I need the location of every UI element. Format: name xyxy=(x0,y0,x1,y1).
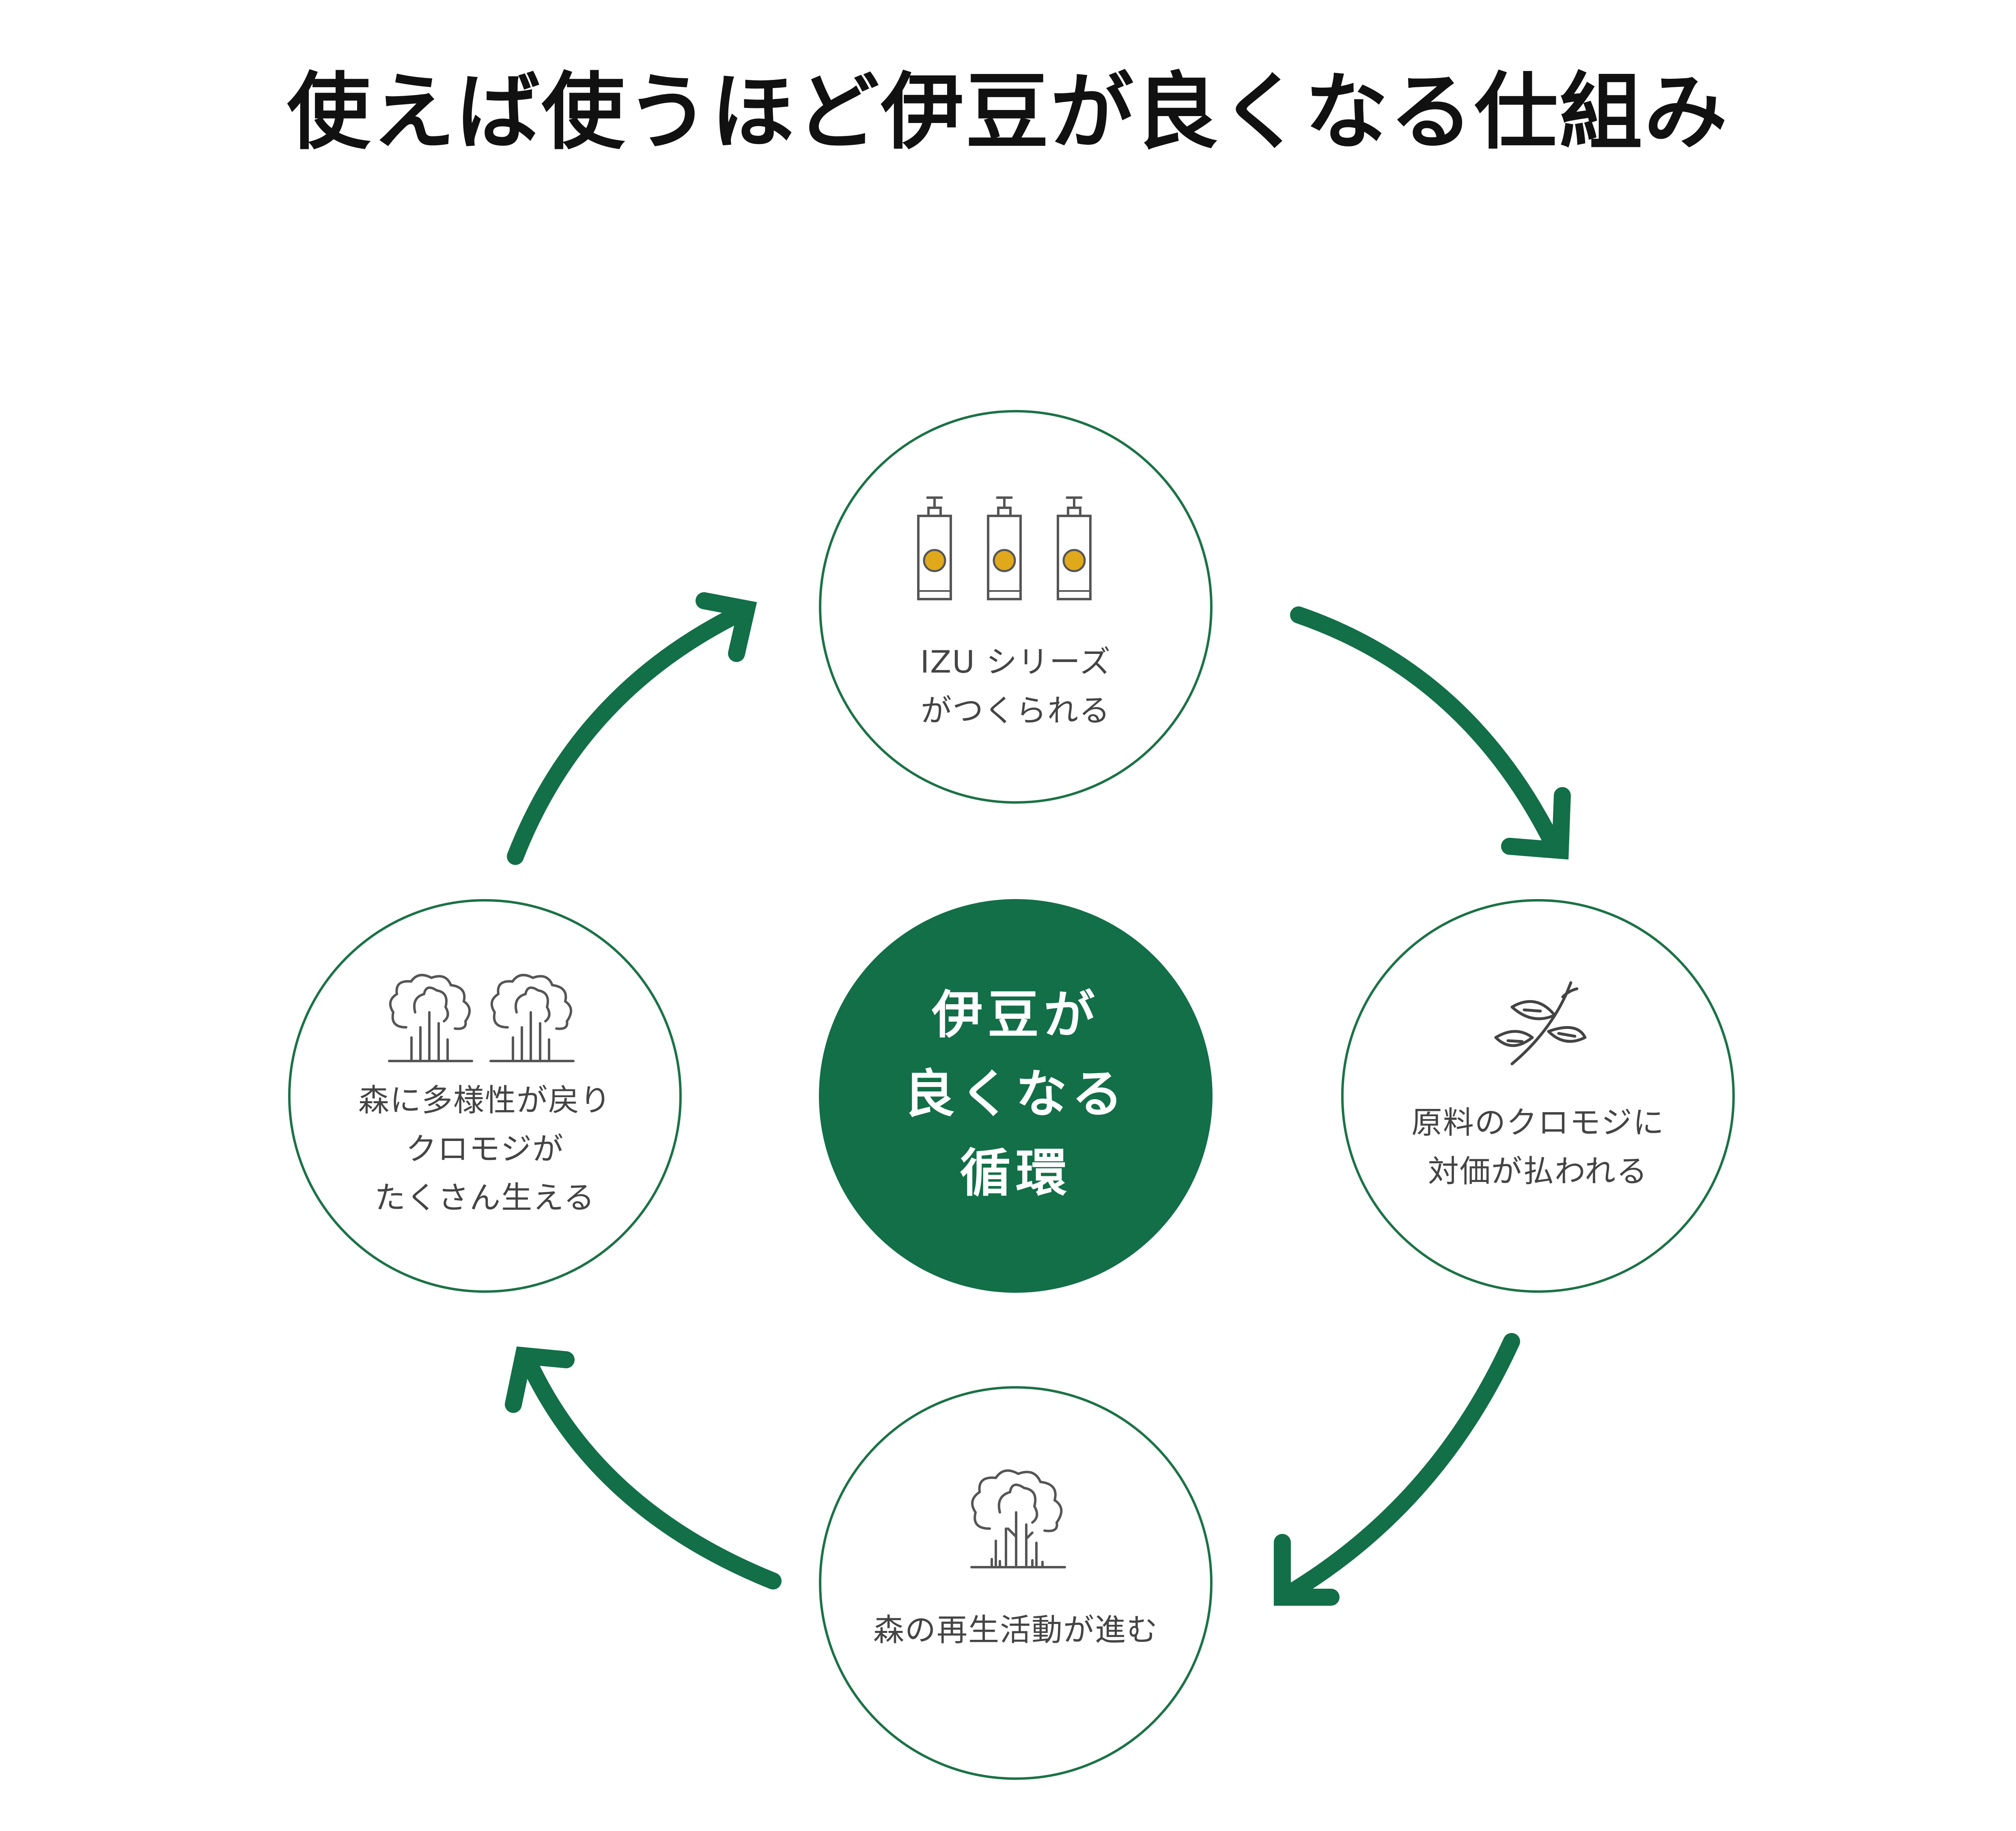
arrow-bottom-to-left xyxy=(519,1351,782,1589)
node-products: IZU シリーズ がつくられる xyxy=(819,410,1213,804)
node-diversity-label: 森に多様性が戻り クロモジが たくさん生える xyxy=(291,1076,679,1222)
node-regeneration-label: 森の再生活動が進む xyxy=(821,1606,1210,1654)
tree-icon xyxy=(970,1469,1066,1568)
node-diversity-line-1: 森に多様性が戻り xyxy=(358,1082,612,1118)
page-title: 使えば使うほど伊豆が良くなる仕組み xyxy=(287,64,1729,161)
arrow-left-to-top-head xyxy=(696,592,757,662)
node-payment: 原料のクロモジに 対価が払われる xyxy=(1341,899,1735,1293)
bottles-icon xyxy=(917,496,1092,600)
node-diversity-line-2: クロモジが xyxy=(406,1131,564,1167)
arrow-right-to-bottom xyxy=(1278,1333,1520,1604)
node-regeneration-line-1: 森の再生活動が進む xyxy=(873,1612,1158,1648)
center-circle: 伊豆が 良くなる 循環 xyxy=(819,899,1213,1293)
center-line-3: 循環 xyxy=(960,1143,1072,1203)
node-regeneration: 森の再生活動が進む xyxy=(819,1386,1213,1780)
node-payment-line-1: 原料のクロモジに xyxy=(1411,1104,1665,1141)
trees-icon xyxy=(388,974,575,1062)
branch-leaves-icon xyxy=(1494,981,1587,1065)
node-payment-label: 原料のクロモジに 対価が払われる xyxy=(1344,1098,1732,1196)
arrow-bottom-to-left-head xyxy=(505,1346,575,1413)
center-line-2: 良くなる xyxy=(904,1064,1128,1124)
node-products-line-2: がつくられる xyxy=(921,692,1111,729)
arrow-top-to-right xyxy=(1290,606,1563,855)
center-line-1: 伊豆が xyxy=(932,985,1100,1045)
node-products-label: IZU シリーズ がつくられる xyxy=(821,638,1210,735)
center-label: 伊豆が 良くなる 循環 xyxy=(819,975,1213,1213)
node-diversity: 森に多様性が戻り クロモジが たくさん生える xyxy=(288,899,682,1293)
node-payment-line-2: 対価が払われる xyxy=(1428,1153,1648,1189)
arrow-left-to-top xyxy=(507,602,753,865)
arrow-top-to-right-head xyxy=(1501,787,1571,860)
node-diversity-line-3: たくさん生える xyxy=(375,1180,595,1216)
arrow-right-to-bottom-head xyxy=(1274,1534,1340,1606)
node-products-line-1: IZU シリーズ xyxy=(920,644,1111,680)
